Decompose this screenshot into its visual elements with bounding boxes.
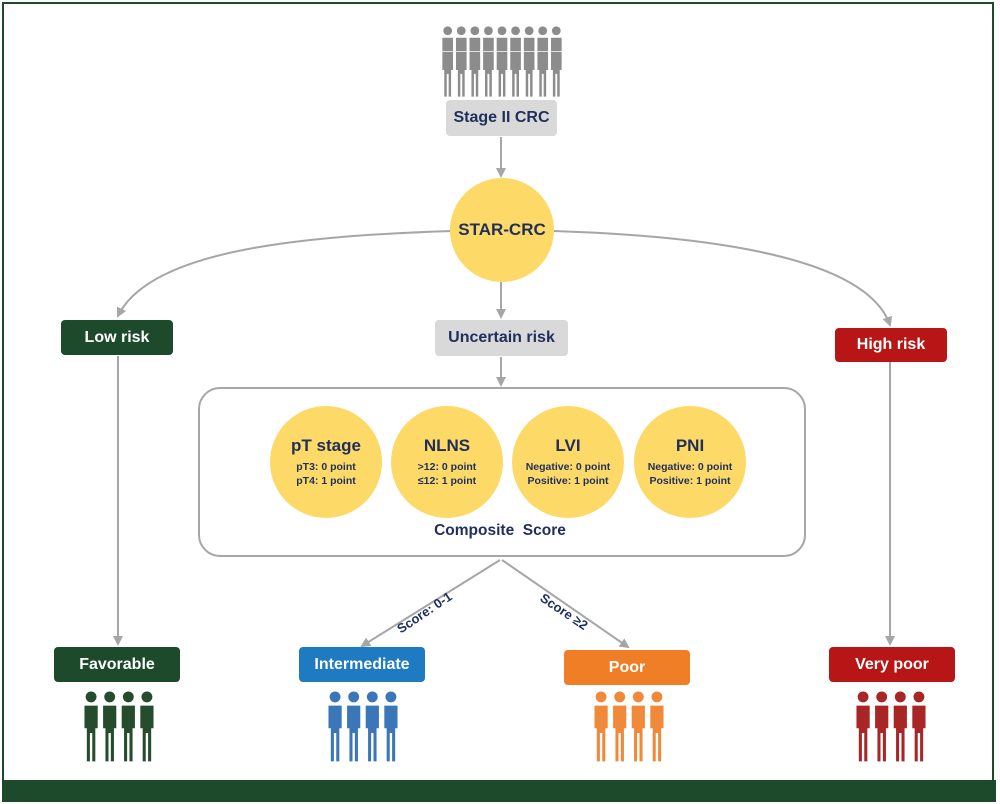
factor-rule: pT3: 0 point: [296, 461, 356, 473]
star-crc-label: STAR-CRC: [458, 220, 546, 239]
factor-title: NLNS: [423, 436, 471, 455]
factor-rule: pT4: 1 point: [296, 475, 356, 487]
intermediate-box: Intermediate: [299, 647, 425, 682]
favorable-box: Favorable: [54, 647, 180, 682]
factor-rule: Negative: 0 point: [647, 461, 733, 473]
factor-title: pT stage: [291, 436, 361, 455]
favorable-people-icon: [84, 691, 154, 763]
footer-bar: [2, 780, 996, 802]
factor-pni: PNI Negative: 0 point Positive: 1 point: [634, 406, 746, 518]
factor-rule: Positive: 1 point: [527, 475, 609, 487]
stage-ii-crc-box: Stage II CRC: [446, 100, 557, 136]
poor-people-icon: [594, 691, 664, 763]
factor-rule: Positive: 1 point: [649, 475, 731, 487]
low-risk-box: Low risk: [61, 320, 173, 355]
star-crc-circle: STAR-CRC: [450, 178, 554, 282]
high-risk-box: High risk: [835, 328, 947, 362]
factor-rule: Negative: 0 point: [525, 461, 611, 473]
factor-title: PNI: [675, 436, 705, 455]
factor-nlns: NLNS >12: 0 point ≤12: 1 point: [391, 406, 503, 518]
intermediate-people-icon: [328, 691, 398, 763]
very-poor-box: Very poor: [829, 647, 955, 682]
composite-score-panel: [198, 387, 806, 557]
composite-score-label: Composite Score: [434, 522, 566, 539]
arrow-composite-to-intermediate: [360, 559, 501, 648]
factor-rule: >12: 0 point: [417, 461, 477, 473]
arrow-star-to-high-risk: [553, 230, 893, 327]
uncertain-risk-box: Uncertain risk: [435, 320, 568, 356]
very-poor-people-icon: [856, 691, 926, 763]
factor-rule: ≤12: 1 point: [417, 475, 477, 487]
arrow-star-to-low-risk: [117, 230, 453, 318]
arrow-composite-to-poor: [501, 559, 630, 649]
factor-lvi: LVI Negative: 0 point Positive: 1 point: [512, 406, 624, 518]
factor-title: LVI: [555, 436, 581, 455]
poor-box: Poor: [564, 650, 690, 685]
population-people-icon: [442, 26, 562, 98]
factor-pt-stage: pT stage pT3: 0 point pT4: 1 point: [270, 406, 382, 518]
